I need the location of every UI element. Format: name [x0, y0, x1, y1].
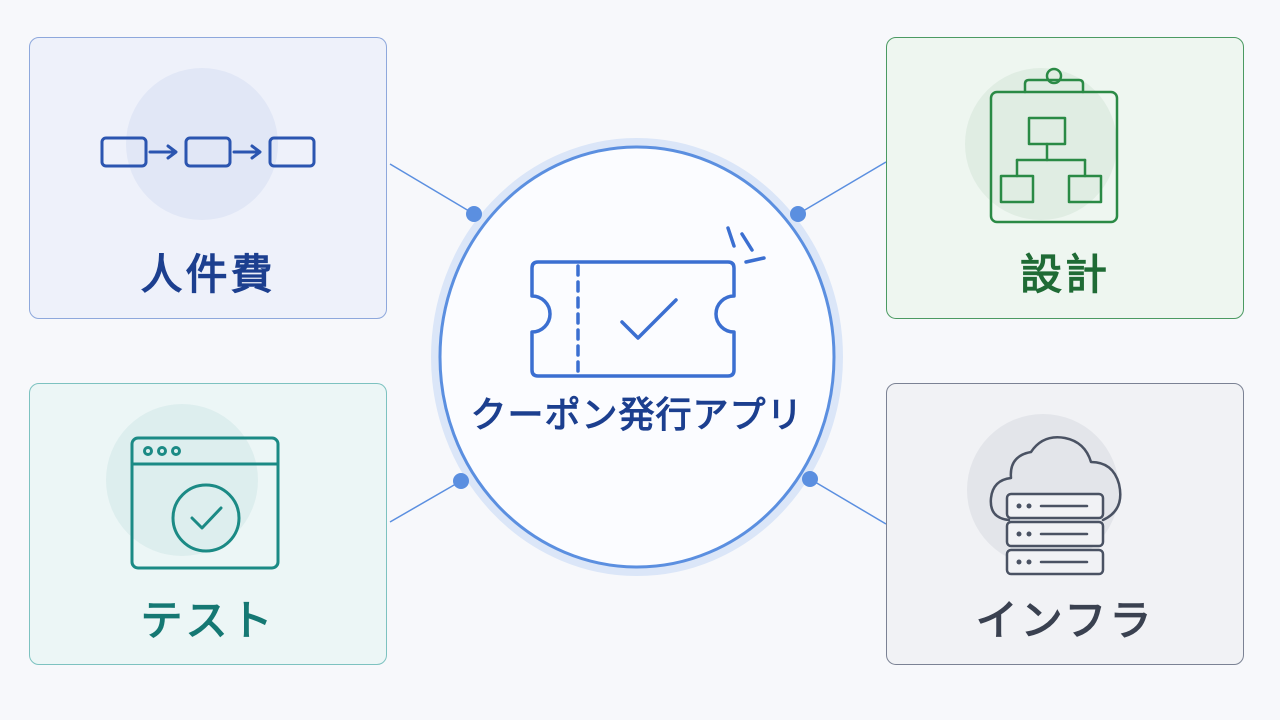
- connector-labor: [389, 163, 475, 215]
- center-circle: [438, 145, 836, 569]
- center-label: クーポン発行アプリ: [470, 395, 804, 436]
- center-circle-glow: [431, 138, 843, 576]
- cloud-server-icon: [989, 436, 1122, 576]
- connector-dot-labor: [466, 206, 482, 222]
- node-card-labor: 人件費: [29, 37, 387, 319]
- connector-dot-infra: [802, 471, 818, 487]
- node-label-labor: 人件費: [140, 250, 276, 299]
- clipboard-tree-icon: [989, 67, 1119, 224]
- node-card-design: 設計: [886, 37, 1244, 319]
- process-flow-icon: [100, 136, 316, 168]
- browser-check-icon: [130, 436, 280, 570]
- node-label-design: 設計: [1019, 250, 1110, 299]
- connector-dot-test: [453, 473, 469, 489]
- connector-dot-design: [790, 206, 806, 222]
- icon-halo: [126, 68, 278, 220]
- connector-design: [797, 161, 887, 215]
- connector-test: [389, 480, 462, 523]
- node-card-test: テスト: [29, 383, 387, 665]
- connector-infra: [809, 478, 887, 525]
- ticket-check-icon: [530, 226, 766, 378]
- node-card-infra: インフラ: [886, 383, 1244, 665]
- node-label-test: テスト: [140, 596, 276, 645]
- node-label-infra: インフラ: [975, 596, 1155, 645]
